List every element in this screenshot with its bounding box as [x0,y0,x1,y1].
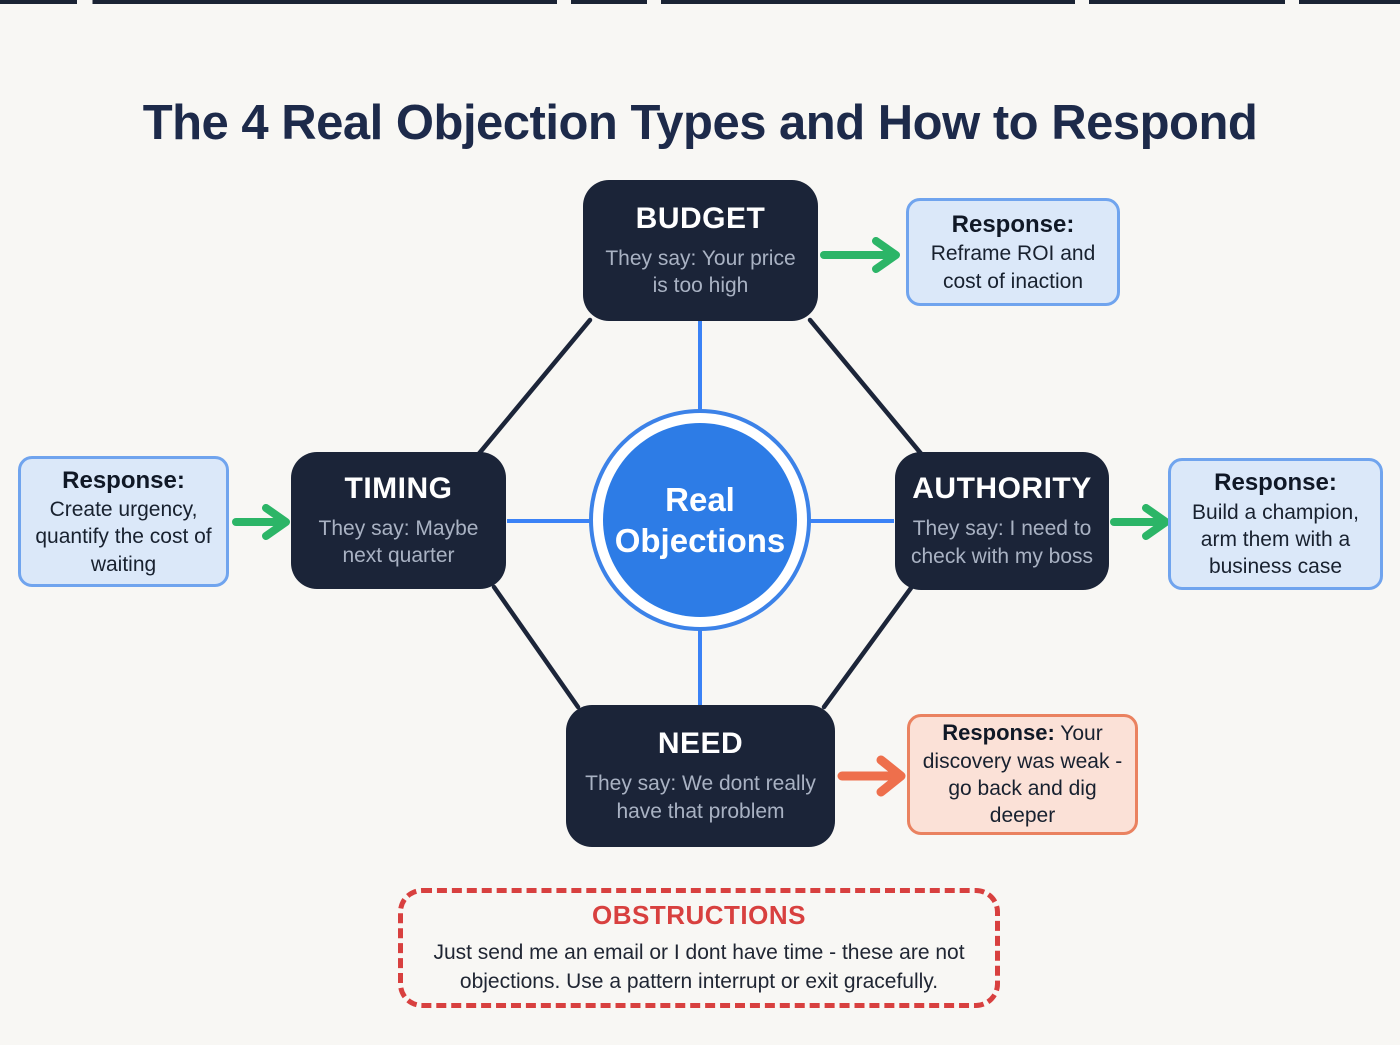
node-timing: TIMING They say: Maybe next quarter [291,452,506,589]
response-need-label: Response: [942,720,1055,746]
response-budget-label: Response: [951,211,1075,239]
response-authority-text: Build a champion, arm them with a busine… [1192,500,1359,579]
response-authority: Response: Build a champion, arm them wit… [1168,458,1383,590]
node-authority: AUTHORITY They say: I need to check with… [895,452,1109,590]
response-need-text: Your discovery was weak - go back and di… [922,722,1123,828]
node-budget-title: BUDGET [635,201,766,235]
top-border-artifact [0,0,1400,4]
edge-budget-timing [474,317,593,459]
response-authority-label: Response: [1214,469,1337,497]
edge-budget-authority [807,317,926,459]
node-need-quote: They say: We dont really have that probl… [585,772,816,823]
arrow-timing-response-icon [232,504,290,540]
node-need: NEED They say: We dont really have that … [566,705,835,847]
edge-timing-need [491,584,581,710]
obstructions-text: Just send me an email or I dont have tim… [433,941,965,993]
node-budget-quote: They say: Your price is too high [605,246,796,297]
response-timing-label: Response: [62,466,185,494]
node-authority-quote: They say: I need to check with my boss [910,517,1094,568]
obstructions-box: OBSTRUCTIONS Just send me an email or I … [398,888,1000,1008]
center-node-disc: Real Objections [603,423,797,617]
response-budget-text: Reframe ROI and cost of inaction [930,242,1096,293]
arrow-need-response-icon [837,755,906,797]
node-need-title: NEED [657,727,744,761]
node-timing-quote: They say: Maybe next quarter [318,516,479,567]
response-timing: Response: Create urgency, quantify the c… [18,456,229,587]
edge-authority-need [821,585,914,710]
response-timing-text: Create urgency, quantify the cost of wai… [35,498,212,576]
arrow-budget-response-icon [820,237,900,273]
page-title: The 4 Real Objection Types and How to Re… [142,95,1258,150]
arrow-authority-response-icon [1110,504,1170,540]
node-budget: BUDGET They say: Your price is too high [583,180,818,321]
center-node-label: Real Objections [614,480,786,559]
node-timing-title: TIMING [344,471,453,505]
node-authority-title: AUTHORITY [912,472,1092,506]
obstructions-title: OBSTRUCTIONS [592,900,806,931]
response-budget: Response: Reframe ROI and cost of inacti… [906,198,1120,306]
center-node: Real Objections [589,409,811,631]
response-need: Response: Your discovery was weak - go b… [907,714,1138,835]
